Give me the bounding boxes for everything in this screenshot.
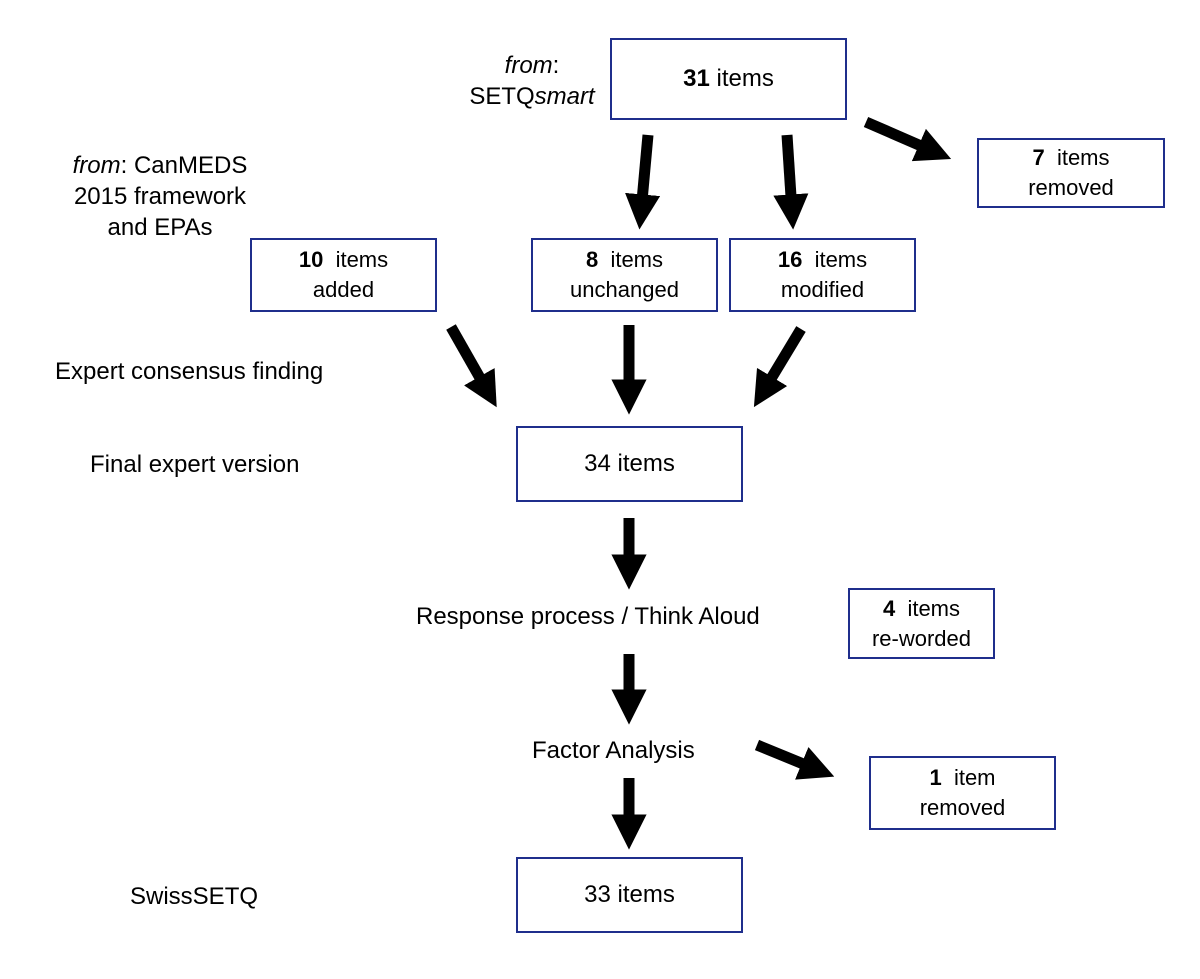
count-31: 31: [683, 65, 710, 92]
box-1-removed: 1 item removed: [869, 756, 1056, 830]
step-consensus-label: Expert consensus finding: [55, 358, 324, 385]
smart-text: smart: [534, 83, 595, 110]
count-7: 7: [1032, 145, 1045, 170]
removed-text: removed: [1028, 175, 1114, 200]
arrow-modified-to-34: [753, 326, 806, 408]
arrow-top-to-removed: [863, 116, 952, 162]
box-16-modified: 16 items modified: [729, 238, 916, 312]
colon-text: :: [552, 52, 560, 79]
box-31-items: 31 items: [610, 38, 847, 120]
step-final-version-label: Final expert version: [90, 451, 300, 478]
count-8: 8: [585, 247, 599, 272]
count-4: 4: [882, 595, 896, 621]
items-text: items: [598, 247, 664, 272]
arrow-top-to-unchanged: [625, 134, 661, 230]
items-text: items: [1044, 145, 1110, 170]
source-canmeds-label: from: CanMEDS 2015 framework and EPAs: [40, 150, 280, 243]
source-setqsmart-label: from: SETQsmart: [462, 50, 602, 112]
step-swiss-label: SwissSETQ: [130, 883, 259, 910]
box-7-removed: 7 items removed: [977, 138, 1165, 208]
box-10-added: 10 items added: [250, 238, 437, 312]
box-33-items: 33 items: [516, 857, 743, 933]
count-1: 1: [929, 765, 942, 790]
arrow-added-to-34: [446, 324, 497, 408]
from-text: from: [72, 152, 121, 179]
canmeds-text: : CanMEDS: [120, 152, 248, 179]
box-4-reworded: 4 items re-worded: [848, 588, 995, 659]
item-text: item: [941, 765, 996, 790]
items-text: items: [323, 247, 389, 272]
from-text: from: [504, 52, 553, 79]
step-response-label: Response process / Think Aloud: [416, 603, 760, 630]
arrow-factor-to-removed: [754, 739, 835, 780]
modified-text: modified: [780, 277, 865, 302]
box-34-items: 34 items: [516, 426, 743, 502]
epas-text: and EPAs: [107, 214, 213, 241]
added-text: added: [312, 277, 375, 302]
count-16: 16: [777, 247, 803, 272]
setq-text: SETQ: [469, 83, 535, 110]
framework-text: 2015 framework: [73, 183, 247, 210]
removed-text: removed: [919, 795, 1006, 820]
items-34-text: 34 items: [584, 450, 675, 477]
step-factor-label: Factor Analysis: [532, 737, 695, 764]
unchanged-text: unchanged: [570, 277, 679, 302]
items-text: items: [802, 247, 868, 272]
items-text: items: [709, 65, 774, 92]
arrow-top-to-modified: [773, 134, 809, 230]
items-text: items: [895, 595, 961, 621]
items-33-text: 33 items: [584, 881, 675, 908]
count-10: 10: [298, 247, 324, 272]
box-8-unchanged: 8 items unchanged: [531, 238, 718, 312]
reworded-text: re-worded: [871, 625, 972, 651]
